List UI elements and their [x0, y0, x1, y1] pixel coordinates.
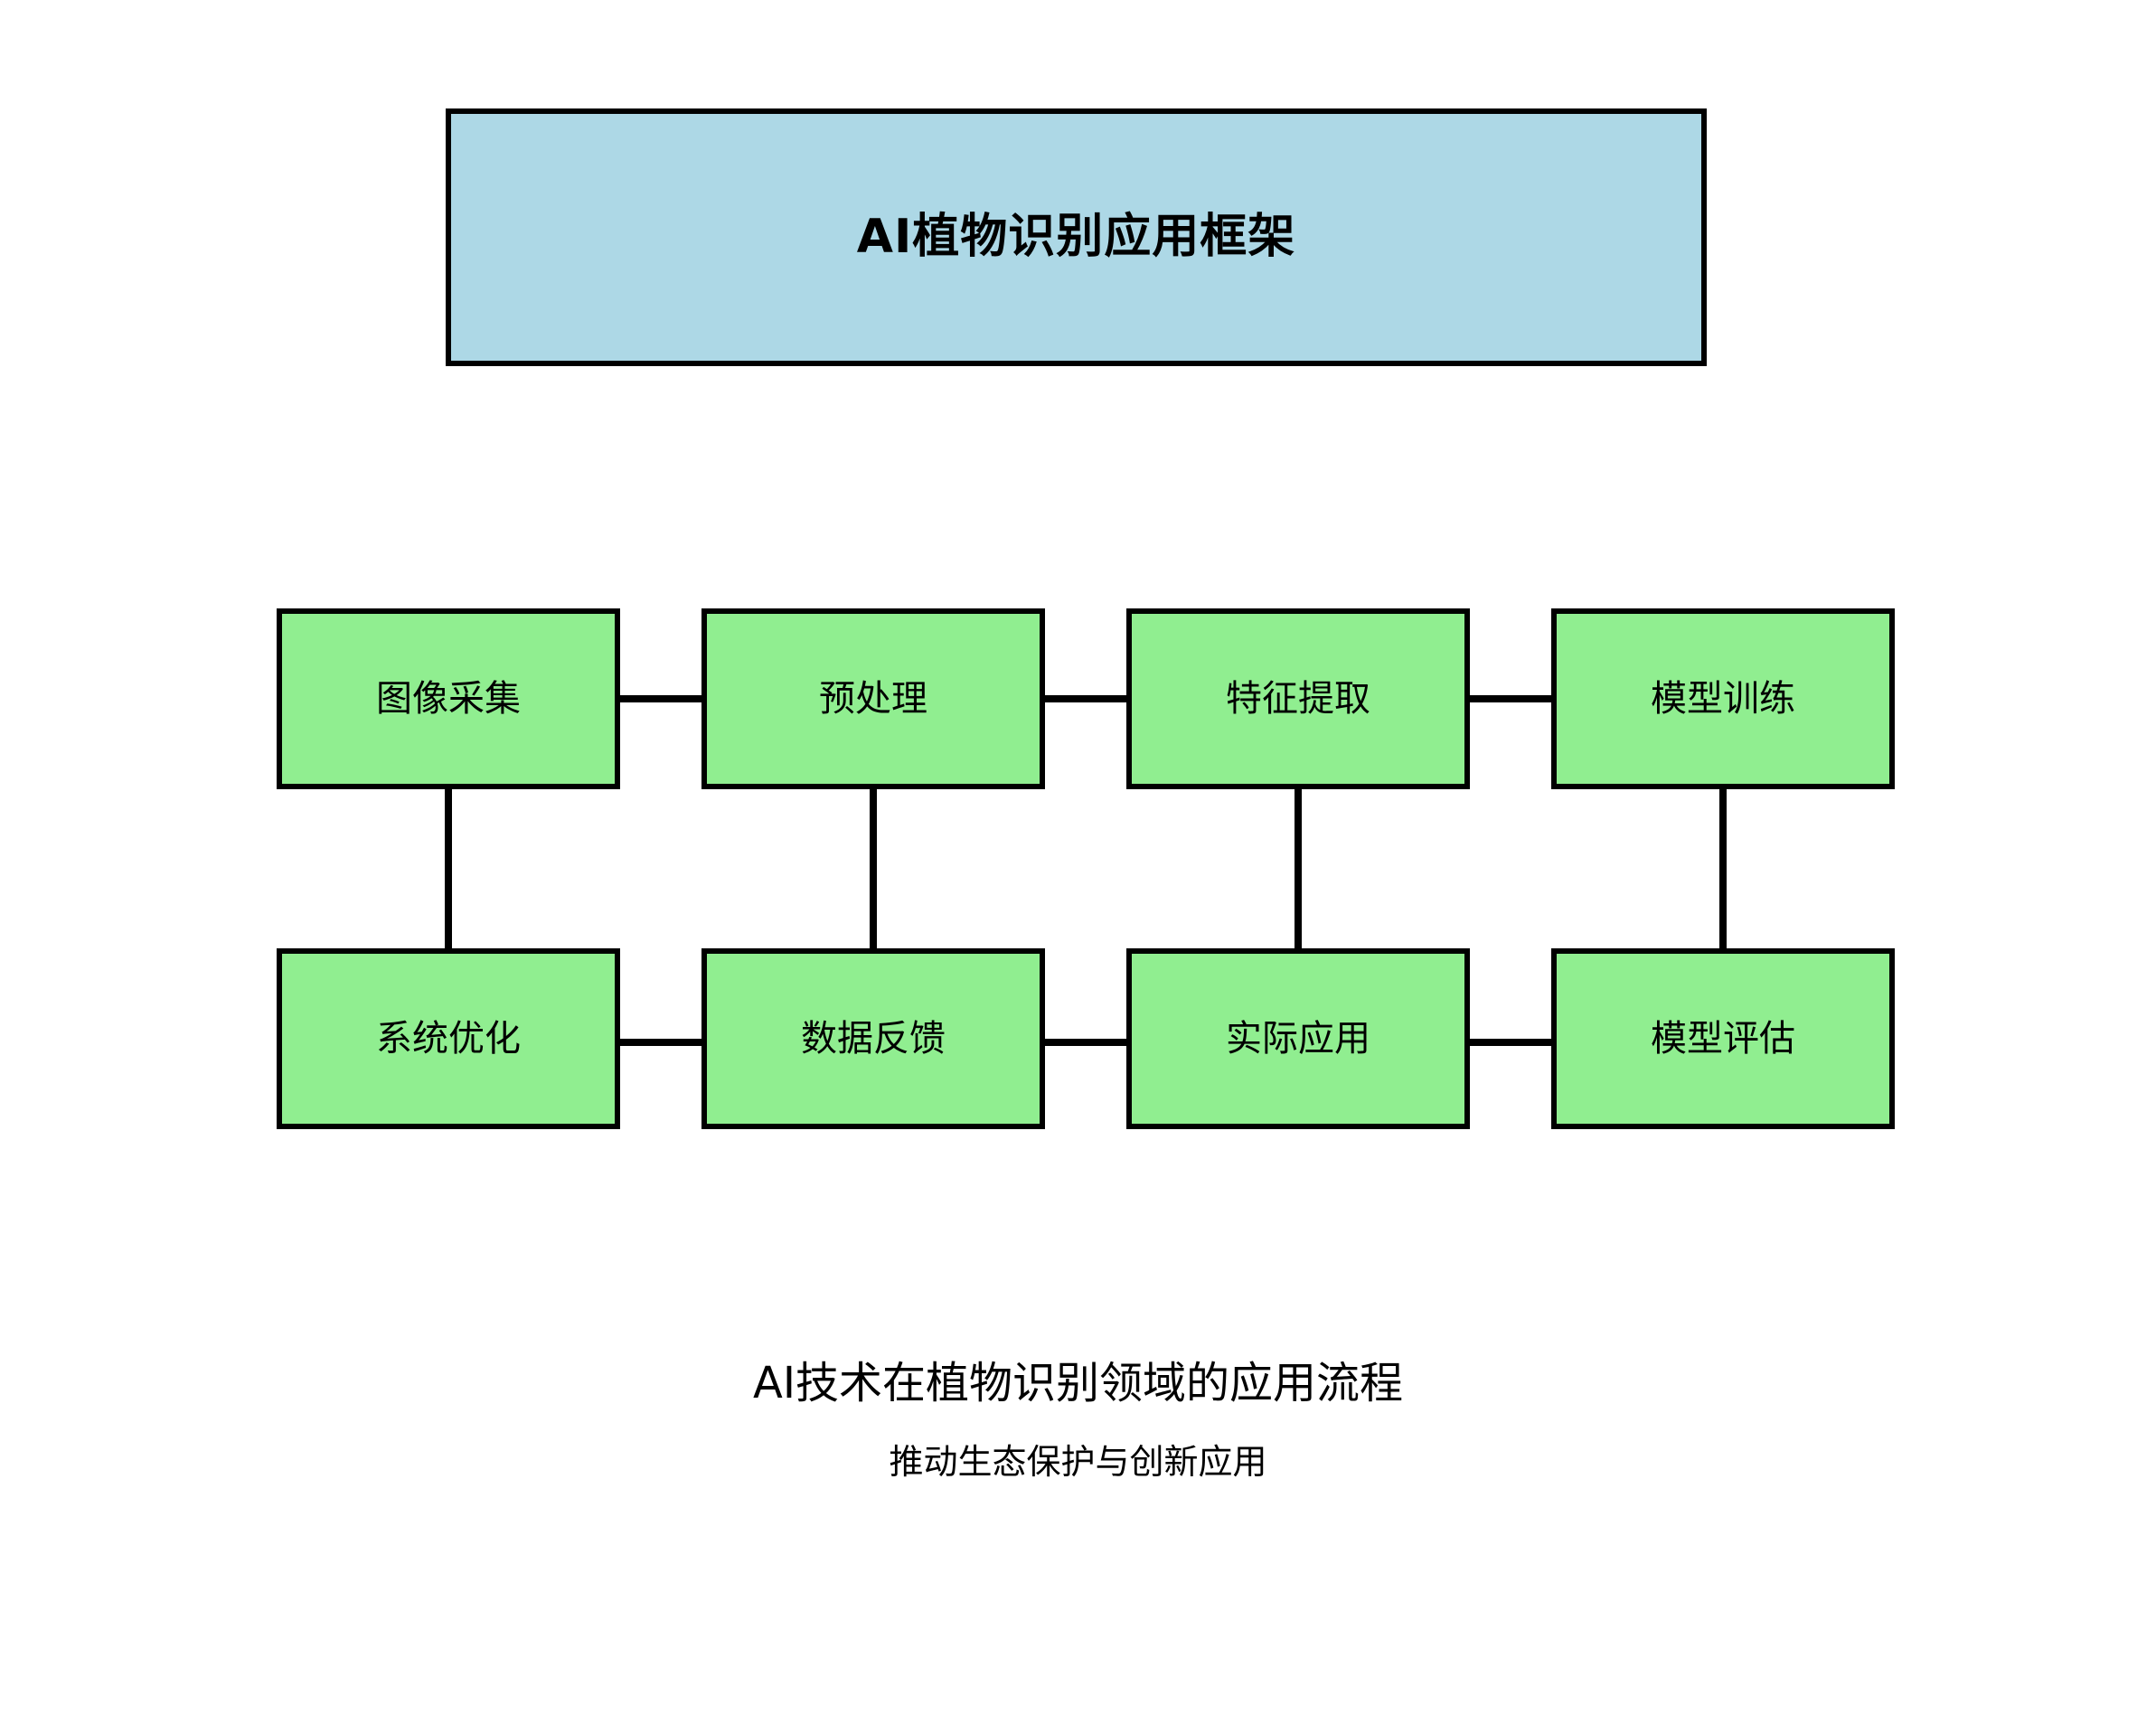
- flow-node-label: 实际应用: [1226, 1018, 1370, 1060]
- flow-node-model-training[interactable]: 模型训练: [1551, 608, 1895, 789]
- connector-image-collection-to-preprocessing: [611, 695, 720, 702]
- connector-feature-extraction-to-practical-application: [1295, 786, 1302, 948]
- flow-node-label: 系统优化: [376, 1018, 521, 1060]
- flow-node-label: 预处理: [819, 678, 927, 720]
- flow-node-label: 图像采集: [376, 678, 521, 720]
- connector-system-optimization-to-data-feedback: [611, 1039, 720, 1046]
- connector-model-training-to-model-evaluation: [1719, 786, 1727, 948]
- flow-node-label: 模型评估: [1651, 1018, 1795, 1060]
- flow-node-preprocessing[interactable]: 预处理: [701, 608, 1045, 789]
- connector-data-feedback-to-practical-application: [1036, 1039, 1144, 1046]
- connector-image-collection-to-system-optimization: [445, 786, 452, 948]
- flow-node-practical-application[interactable]: 实际应用: [1126, 948, 1470, 1129]
- header-banner: AI植物识别应用框架: [446, 108, 1707, 366]
- flow-node-feature-extraction[interactable]: 特征提取: [1126, 608, 1470, 789]
- flow-node-image-collection[interactable]: 图像采集: [277, 608, 620, 789]
- flow-node-system-optimization[interactable]: 系统优化: [277, 948, 620, 1129]
- connector-practical-application-to-model-evaluation: [1461, 1039, 1569, 1046]
- connector-feature-extraction-to-model-training: [1461, 695, 1569, 702]
- connector-preprocessing-to-feature-extraction: [1036, 695, 1144, 702]
- flow-node-model-evaluation[interactable]: 模型评估: [1551, 948, 1895, 1129]
- flow-node-label: 数据反馈: [801, 1018, 946, 1060]
- connector-preprocessing-to-data-feedback: [870, 786, 877, 948]
- flow-node-data-feedback[interactable]: 数据反馈: [701, 948, 1045, 1129]
- caption-main: AI技术在植物识别领域的应用流程: [753, 1358, 1403, 1408]
- page-title: AI植物识别应用框架: [856, 209, 1296, 264]
- flow-node-label: 模型训练: [1651, 678, 1795, 720]
- caption-sub: 推动生态保护与创新应用: [889, 1442, 1267, 1482]
- flow-node-label: 特征提取: [1226, 678, 1370, 720]
